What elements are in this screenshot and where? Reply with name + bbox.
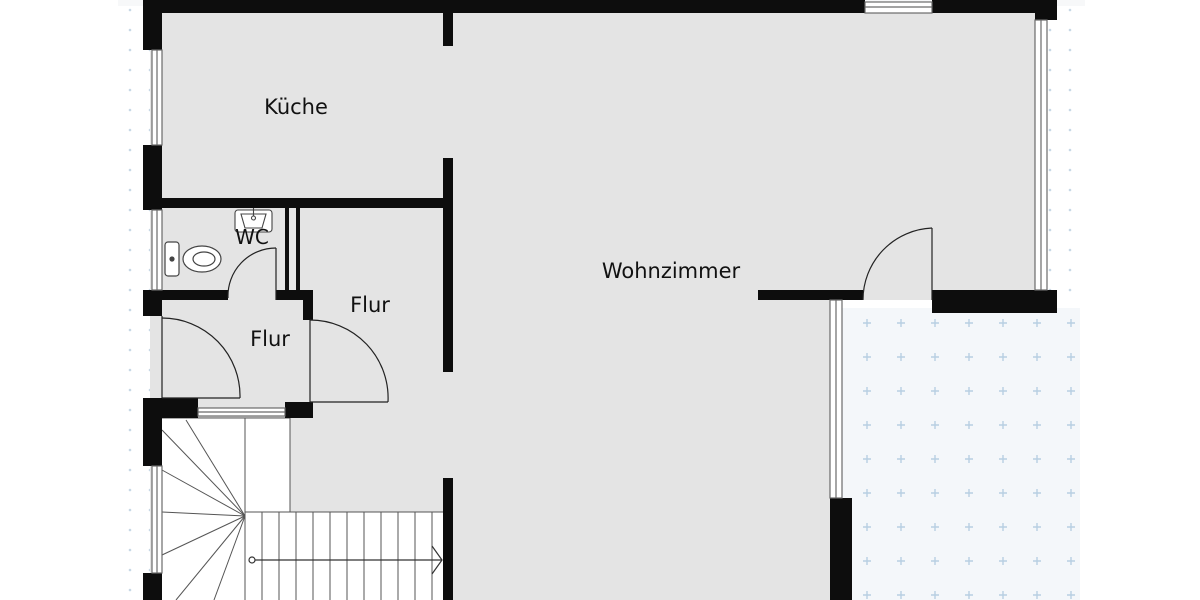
stair-arrow-icon xyxy=(248,545,443,575)
windows xyxy=(151,1,1048,574)
walls xyxy=(143,0,1057,600)
room-label-kueche: Küche xyxy=(264,95,328,119)
doors xyxy=(161,227,933,403)
terrace-pattern xyxy=(840,308,1080,600)
toilet-icon xyxy=(164,241,222,277)
room-label-wohnzimmer: Wohnzimmer xyxy=(602,259,741,283)
room-label-flur-lower: Flur xyxy=(250,327,290,351)
room-label-flur-upper: Flur xyxy=(350,293,390,317)
sink-icon xyxy=(234,208,273,233)
room-label-wc: WC xyxy=(235,225,269,249)
staircase xyxy=(161,417,445,600)
